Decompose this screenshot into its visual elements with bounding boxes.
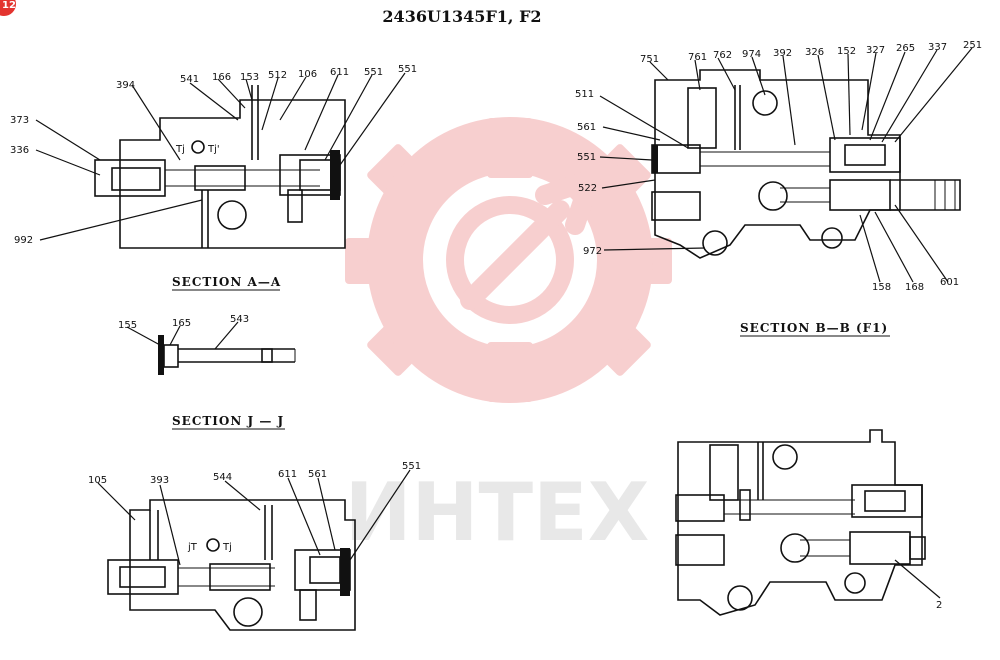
svg-text:155: 155 — [118, 320, 137, 331]
svg-text:Tj': Tj' — [207, 144, 220, 155]
svg-text:394: 394 — [116, 80, 135, 91]
svg-text:327: 327 — [866, 45, 885, 56]
page-badge: 12 — [0, 0, 16, 16]
svg-text:Tj: Tj — [222, 542, 232, 553]
section-j-caption: SECTION J — J — [172, 414, 284, 428]
svg-text:992: 992 — [14, 235, 33, 246]
svg-text:336: 336 — [10, 145, 29, 156]
watermark-logo — [345, 117, 672, 403]
svg-text:601: 601 — [940, 277, 959, 288]
svg-text:373: 373 — [10, 115, 29, 126]
svg-text:166: 166 — [212, 72, 231, 83]
svg-text:551: 551 — [364, 67, 383, 78]
svg-text:153: 153 — [240, 72, 259, 83]
section-j-callouts: 155 165 543 — [118, 314, 249, 331]
svg-text:611: 611 — [278, 469, 297, 480]
svg-text:152: 152 — [837, 46, 856, 57]
f2-callouts: 2 — [936, 600, 942, 611]
section-a-callouts: 373 336 394 541 166 153 512 106 611 551 … — [10, 64, 417, 246]
svg-text:393: 393 — [150, 475, 169, 486]
section-j-leaders — [126, 321, 239, 350]
svg-text:251: 251 — [963, 40, 982, 51]
svg-text:12: 12 — [2, 0, 16, 11]
f2-section-drawing — [675, 429, 926, 616]
svg-text:158: 158 — [872, 282, 891, 293]
svg-text:611: 611 — [330, 67, 349, 78]
svg-text:165: 165 — [172, 318, 191, 329]
section-a-leaders — [35, 72, 406, 241]
svg-text:2: 2 — [936, 600, 942, 611]
svg-text:jT: jT — [187, 542, 198, 553]
svg-text:761: 761 — [688, 52, 707, 63]
svg-text:106: 106 — [298, 69, 317, 80]
svg-text:551: 551 — [577, 152, 596, 163]
svg-text:561: 561 — [577, 122, 596, 133]
svg-text:972: 972 — [583, 246, 602, 257]
page-title: 2436U1345F1, F2 — [382, 7, 541, 26]
svg-text:762: 762 — [713, 50, 732, 61]
lower-section-leaders — [97, 469, 411, 566]
svg-text:543: 543 — [230, 314, 249, 325]
svg-text:265: 265 — [896, 43, 915, 54]
svg-text:392: 392 — [773, 48, 792, 59]
svg-text:Tj: Tj — [175, 144, 185, 155]
svg-text:337: 337 — [928, 42, 947, 53]
section-a-caption: SECTION A—A — [172, 275, 281, 289]
lower-section-callouts: 105 393 544 611 561 551 — [88, 461, 421, 486]
svg-text:974: 974 — [742, 49, 761, 60]
svg-text:105: 105 — [88, 475, 107, 486]
svg-text:168: 168 — [905, 282, 924, 293]
svg-text:751: 751 — [640, 54, 659, 65]
svg-text:326: 326 — [805, 47, 824, 58]
lower-section-drawing — [107, 499, 356, 631]
f2-leaders — [894, 559, 941, 599]
watermark-text: ИНТЕХ — [345, 466, 650, 559]
section-a-drawing — [94, 85, 346, 249]
section-b-callouts: 751 761 762 974 392 326 152 327 265 337 … — [575, 40, 982, 293]
svg-text:544: 544 — [213, 472, 232, 483]
section-b-leaders — [599, 47, 973, 283]
section-b-caption: SECTION B—B (F1) — [740, 321, 888, 335]
lower-section-port-marks: jT Tj — [187, 542, 232, 553]
svg-text:561: 561 — [308, 469, 327, 480]
svg-text:551: 551 — [402, 461, 421, 472]
svg-text:512: 512 — [268, 70, 287, 81]
section-j-drawing — [158, 335, 296, 375]
svg-text:541: 541 — [180, 74, 199, 85]
section-b-drawing — [651, 69, 961, 259]
svg-text:511: 511 — [575, 89, 594, 100]
svg-text:522: 522 — [578, 183, 597, 194]
svg-text:551: 551 — [398, 64, 417, 75]
section-a-port-marks: Tj Tj' — [175, 144, 220, 155]
